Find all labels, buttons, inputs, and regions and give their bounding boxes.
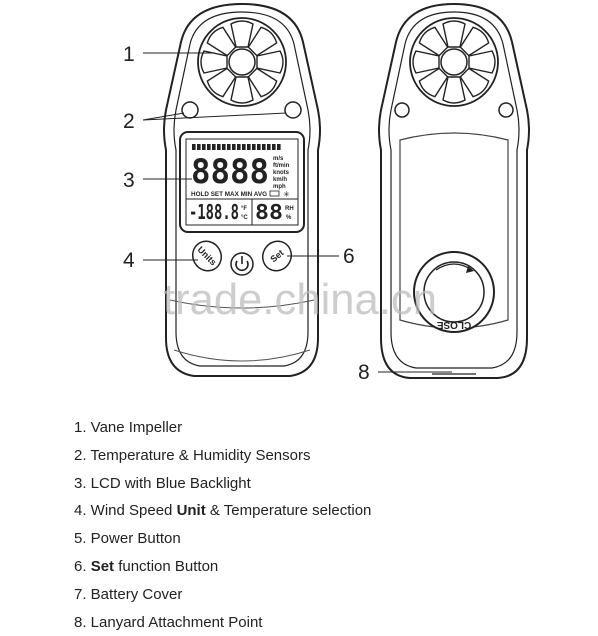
lcd-temp-unit-f: °F <box>241 206 247 212</box>
battery-cover[interactable]: CLOSE <box>413 251 495 333</box>
humidity-sensor-icon <box>284 101 302 119</box>
set-button[interactable]: Set <box>257 236 296 276</box>
back-vane-impeller-icon <box>409 17 499 107</box>
callout-8: 8 <box>358 361 452 384</box>
parts-legend: 1. Vane Impeller 2. Temperature & Humidi… <box>74 414 574 636</box>
lcd-unit-ftmin: ft/min <box>273 163 290 169</box>
power-icon <box>235 256 249 272</box>
callout-4: 4 <box>123 249 198 272</box>
callout-6-number: 6 <box>343 245 355 268</box>
device-diagram: 8888 m/s ft/min knots km/h mph HOLD SET … <box>123 2 530 384</box>
callout-4-number: 4 <box>123 249 135 272</box>
lcd-humidity-unit-rh: RH <box>285 206 294 212</box>
backlight-icon: ✳ <box>283 190 290 199</box>
lcd-temperature-digits: -188.8 <box>189 200 239 224</box>
callout-6: 6 <box>287 245 355 268</box>
lcd-mode-row: HOLD SET MAX MIN AVG <box>191 192 267 198</box>
front-device: 8888 m/s ft/min knots km/h mph HOLD SET … <box>163 2 321 377</box>
back-sensor-left-icon <box>394 102 410 118</box>
legend-item: 5. Power Button <box>74 530 181 548</box>
battery-indicator-icon <box>269 190 280 197</box>
lcd-unit-ms: m/s <box>273 156 284 162</box>
legend-item: 8. Lanyard Attachment Point <box>74 613 263 631</box>
lcd-unit-kmh: km/h <box>273 177 287 183</box>
callout-2-number: 2 <box>123 110 135 133</box>
lcd-bargraph <box>192 144 281 150</box>
callout-3: 3 <box>123 169 192 192</box>
vane-impeller-icon <box>197 17 287 107</box>
front-housing-inner <box>173 11 311 367</box>
back-housing-inner <box>388 11 520 369</box>
lcd-humidity-unit-pct: % <box>286 215 292 221</box>
power-button[interactable] <box>230 252 254 276</box>
units-button[interactable]: Units <box>187 236 226 276</box>
temperature-sensor-icon <box>181 101 199 119</box>
callout-8-number: 8 <box>358 361 370 384</box>
back-sensor-right-icon <box>498 102 514 118</box>
back-device: CLOSE <box>378 2 530 379</box>
lcd-screen <box>185 138 299 226</box>
back-panel-outline <box>399 132 509 329</box>
legend-item: 3. LCD with Blue Backlight <box>74 474 251 492</box>
legend-item: 1. Vane Impeller <box>74 419 183 436</box>
legend-item: 4. Wind Speed Unit & Temperature selecti… <box>74 502 372 520</box>
callout-3-number: 3 <box>123 169 135 192</box>
callout-2: 2 <box>123 110 287 133</box>
legend-item: 2. Temperature & Humidity Sensors <box>74 446 311 464</box>
callout-1-number: 1 <box>123 43 135 66</box>
lcd-unit-knots: knots <box>273 170 290 176</box>
watermark: trade.china.cn <box>163 275 437 324</box>
legend-item: 7. Battery Cover <box>74 585 183 603</box>
front-grip-lines <box>169 299 315 362</box>
lcd-unit-mph: mph <box>273 184 286 190</box>
battery-cover-label: CLOSE <box>436 319 471 330</box>
lcd-wind-speed-digits: 8888 <box>191 152 269 192</box>
lcd-humidity-digits: 88 <box>255 200 283 224</box>
lcd-temp-unit-c: °C <box>241 215 248 221</box>
legend-item: 6. Set function Button <box>74 557 219 575</box>
callout-1: 1 <box>123 43 215 66</box>
